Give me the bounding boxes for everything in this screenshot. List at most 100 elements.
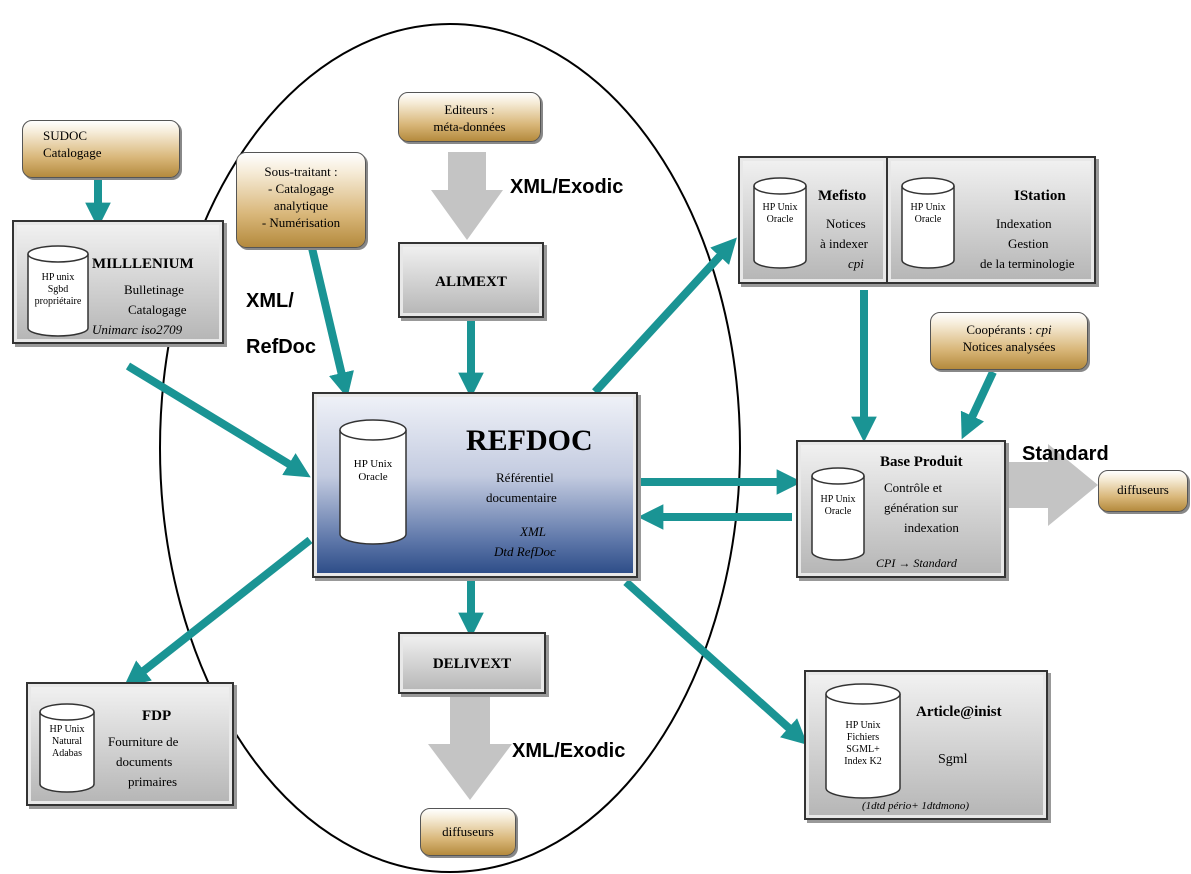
- fdp-system: HP Unix Natural Adabas FDP Fourniture de…: [26, 682, 234, 806]
- fdp-db-line1: HP Unix: [49, 724, 85, 735]
- alimext-title: ALIMEXT: [435, 274, 507, 290]
- article-inist-line2: (1dtd pério+ 1dtdmono): [862, 800, 970, 812]
- cooperants-cpi: cpi: [1035, 322, 1052, 337]
- base-produit-db-line1: HP Unix: [820, 494, 856, 505]
- editeurs-source: Editeurs : méta-données: [398, 92, 541, 142]
- article-inist-db-caption: HP Unix Fichiers SGML+ Index K2: [826, 720, 900, 768]
- delivext-system: DELIVEXT: [398, 632, 546, 694]
- sudoc-line1: SUDOC: [43, 128, 88, 143]
- arrow-cooperants-baseproduit: [960, 370, 997, 440]
- mefisto-db-line2: Oracle: [766, 214, 794, 225]
- fdp-database-icon: [39, 703, 95, 793]
- delivext-title: DELIVEXT: [432, 656, 512, 672]
- sudoc-source: SUDOC Catalogage: [22, 120, 180, 178]
- mefisto-line1: Notices: [826, 216, 866, 231]
- label-xml-refdoc-line1: XML/: [246, 290, 294, 312]
- article-inist-db-line4: Index K2: [844, 756, 882, 767]
- article-inist-system: HP Unix Fichiers SGML+ Index K2 Article@…: [804, 670, 1048, 820]
- fdp-title: FDP: [142, 708, 172, 724]
- sous-traitant-line4: - Numérisation: [261, 215, 341, 230]
- diffuseurs-bottom: diffuseurs: [420, 808, 516, 856]
- base-produit-line3: indexation: [904, 520, 959, 535]
- article-inist-database-icon: [825, 683, 901, 799]
- base-produit-line4: CPI → Standard: [876, 556, 957, 570]
- sudoc-line2: Catalogage: [43, 145, 102, 160]
- millenium-line3: Unimarc iso2709: [92, 322, 183, 337]
- base-produit-title: Base Produit: [880, 454, 963, 470]
- istation-line3: de la terminologie: [980, 256, 1075, 271]
- arrow-refdoc-article: [623, 579, 808, 745]
- article-inist-db-line3: SGML+: [846, 744, 880, 755]
- label-xml-exodic-bottom: XML/Exodic: [512, 740, 626, 762]
- sous-traitant-line1: Sous-traitant :: [264, 164, 338, 179]
- mefisto-system: HP Unix Oracle Mefisto Notices à indexer…: [738, 156, 888, 284]
- millenium-line1: Bulletinage: [124, 282, 184, 297]
- fdp-db-line3: Adabas: [52, 748, 82, 759]
- istation-db-caption: HP Unix Oracle: [902, 202, 954, 226]
- arrow-millenium-refdoc: [125, 362, 311, 478]
- fdp-line3: primaires: [128, 774, 178, 789]
- millenium-system: HP unix Sgbd propriétaire MILLLENIUM Bul…: [12, 220, 224, 344]
- istation-system: HP Unix Oracle IStation Indexation Gesti…: [886, 156, 1096, 284]
- refdoc-system: HP Unix Oracle REFDOC Référentiel docume…: [312, 392, 638, 578]
- editeurs-line1: Editeurs :: [444, 102, 495, 117]
- grey-arrow-delivext: [428, 696, 512, 800]
- article-inist-db-line2: Fichiers: [846, 732, 880, 743]
- fdp-db-line2: Natural: [52, 736, 82, 747]
- label-xml-refdoc-line2: RefDoc: [246, 336, 317, 358]
- base-produit-system: HP Unix Oracle Base Produit Contrôle et …: [796, 440, 1006, 578]
- base-produit-db-caption: HP Unix Oracle: [812, 494, 864, 518]
- mefisto-line3: cpi: [848, 256, 864, 271]
- refdoc-db-line2: Oracle: [358, 471, 388, 483]
- base-produit-db-line2: Oracle: [824, 506, 852, 517]
- article-inist-line1: Sgml: [938, 752, 968, 767]
- refdoc-scope-ellipse: [159, 23, 741, 873]
- cooperants-line2: Notices analysées: [962, 339, 1056, 354]
- cooperants-prefix: Coopérants :: [966, 322, 1036, 337]
- istation-db-line2: Oracle: [914, 214, 942, 225]
- base-produit-line1: Contrôle et: [884, 480, 943, 495]
- istation-line1: Indexation: [996, 216, 1052, 231]
- fdp-line1: Fourniture de: [108, 734, 179, 749]
- mefisto-title: Mefisto: [818, 188, 867, 204]
- millenium-db-line1: HP unix: [41, 272, 75, 283]
- fdp-db-caption: HP Unix Natural Adabas: [40, 724, 94, 760]
- refdoc-database-icon: [339, 419, 407, 545]
- refdoc-line2: documentaire: [486, 490, 557, 505]
- refdoc-line4: Dtd RefDoc: [494, 544, 556, 559]
- arrow-soustraitant-refdoc: [308, 247, 354, 398]
- istation-title: IStation: [1014, 188, 1066, 204]
- refdoc-line1: Référentiel: [496, 470, 554, 485]
- article-inist-title: Article@inist: [916, 704, 1002, 720]
- alimext-system: ALIMEXT: [398, 242, 544, 318]
- mefisto-line2: à indexer: [820, 236, 869, 251]
- label-standard: Standard: [1022, 443, 1109, 465]
- fdp-line2: documents: [116, 754, 173, 769]
- cooperants-source: Coopérants : cpi Notices analysées: [930, 312, 1088, 370]
- label-xml-exodic-top: XML/Exodic: [510, 176, 624, 198]
- istation-database-icon: [901, 177, 955, 269]
- millenium-database-icon: [27, 245, 89, 337]
- mefisto-db-caption: HP Unix Oracle: [754, 202, 806, 226]
- millenium-db-caption: HP unix Sgbd propriétaire: [28, 272, 88, 308]
- sous-traitant-line3: analytique: [273, 198, 329, 213]
- millenium-title: MILLLENIUM: [92, 256, 194, 272]
- grey-arrow-editeurs: [431, 152, 503, 240]
- arrow-refdoc-mefisto: [592, 237, 737, 395]
- istation-line2: Gestion: [1008, 236, 1049, 251]
- refdoc-title: REFDOC: [466, 424, 593, 457]
- mefisto-db-line1: HP Unix: [762, 202, 798, 213]
- millenium-db-line3: propriétaire: [34, 296, 82, 307]
- millenium-line2: Catalogage: [128, 302, 187, 317]
- refdoc-db-caption: HP Unix Oracle: [340, 458, 406, 484]
- refdoc-db-line1: HP Unix: [353, 458, 393, 470]
- article-inist-db-line1: HP Unix: [845, 720, 881, 731]
- sous-traitant-line2: - Catalogage: [267, 181, 335, 196]
- istation-db-line1: HP Unix: [910, 202, 946, 213]
- sous-traitant-source: Sous-traitant : - Catalogage analytique …: [236, 152, 366, 248]
- arrow-refdoc-fdp: [123, 536, 313, 687]
- refdoc-line3: XML: [520, 524, 546, 539]
- editeurs-line2: méta-données: [433, 119, 506, 134]
